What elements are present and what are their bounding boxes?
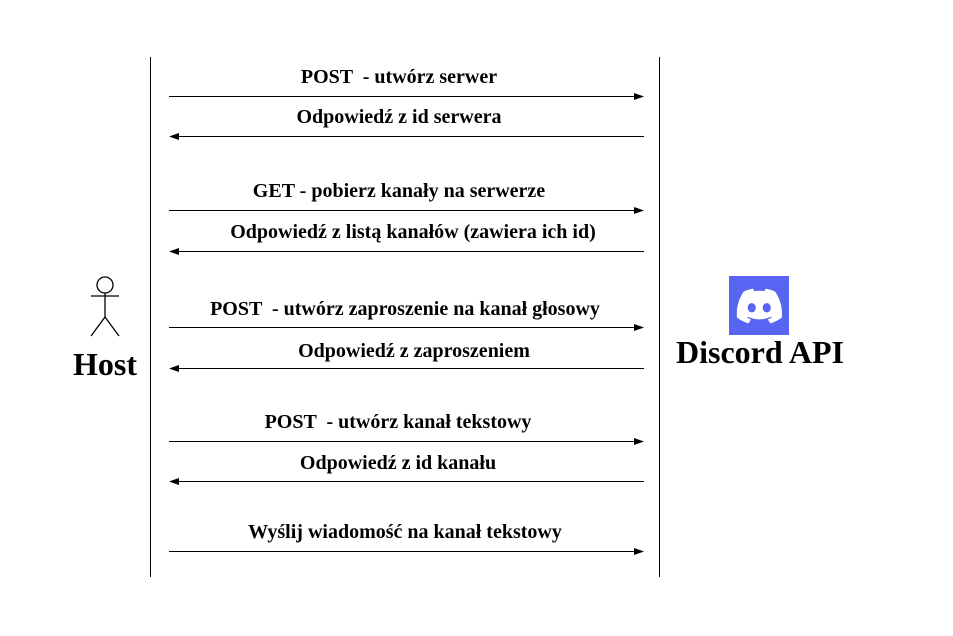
message-label: Odpowiedź z id serwera	[297, 106, 502, 128]
message-2: Odpowiedź z id serwera	[169, 106, 644, 140]
message-1: POST - utwórz serwer	[169, 66, 644, 100]
discord-logo-icon	[729, 276, 789, 335]
message-label: Odpowiedź z zaproszeniem	[298, 340, 530, 362]
message-label: Wyślij wiadomość na kanał tekstowy	[248, 521, 562, 543]
message-label: POST - utwórz kanał tekstowy	[265, 411, 532, 433]
arrowhead-icon	[634, 207, 644, 214]
arrowhead-icon	[634, 324, 644, 331]
message-6: Odpowiedź z zaproszeniem	[169, 340, 644, 372]
arrowhead-icon	[634, 548, 644, 555]
stick-figure-icon	[90, 276, 120, 337]
arrowhead-icon	[169, 248, 179, 255]
message-9: Wyślij wiadomość na kanał tekstowy	[169, 521, 644, 555]
message-label: POST - utwórz serwer	[301, 66, 497, 88]
message-label: POST - utwórz zaproszenie na kanał głoso…	[210, 298, 600, 320]
message-label: Odpowiedź z id kanału	[300, 452, 496, 474]
message-5: POST - utwórz zaproszenie na kanał głoso…	[169, 298, 644, 331]
arrowhead-icon	[169, 133, 179, 140]
message-4: Odpowiedź z listą kanałów (zawiera ich i…	[169, 221, 644, 255]
arrowhead-icon	[634, 438, 644, 445]
arrowhead-icon	[169, 365, 179, 372]
message-8: Odpowiedź z id kanału	[169, 452, 644, 485]
message-3: GET - pobierz kanały na serwerze	[169, 180, 644, 214]
host-label: Host	[73, 346, 137, 382]
message-label: GET - pobierz kanały na serwerze	[253, 180, 546, 202]
message-label: Odpowiedź z listą kanałów (zawiera ich i…	[230, 221, 596, 243]
arrowhead-icon	[634, 93, 644, 100]
api-label: Discord API	[676, 334, 844, 370]
message-7: POST - utwórz kanał tekstowy	[169, 411, 644, 445]
arrowhead-icon	[169, 478, 179, 485]
